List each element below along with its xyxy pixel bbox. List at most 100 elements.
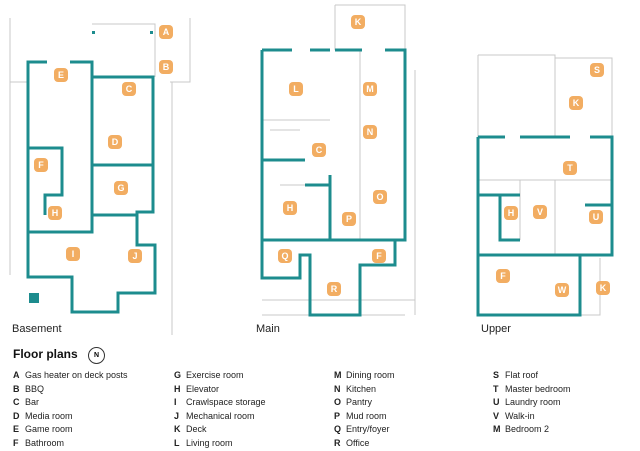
legend-label: Mud room: [346, 410, 387, 421]
room-marker: V: [533, 205, 547, 219]
deck-post-icon: [92, 31, 95, 34]
north-arrow-icon: N: [88, 347, 105, 364]
legend-label: Bar: [25, 397, 40, 408]
legend-item: N Kitchen: [334, 383, 395, 397]
legend-label: Crawlspace storage: [186, 397, 266, 408]
legend-key: O: [334, 397, 342, 408]
walls: [26, 48, 614, 317]
floor-plans-drawing: [9, 4, 614, 335]
room-marker: S: [590, 63, 604, 77]
legend-item: C Bar: [13, 396, 128, 410]
room-marker: N: [363, 125, 377, 139]
legend-key: N: [334, 383, 341, 394]
legend-label: Office: [346, 437, 370, 448]
legend-item: R Office: [334, 437, 395, 451]
legend-item: Q Entry/foyer: [334, 423, 395, 437]
room-marker: K: [351, 15, 365, 29]
legend-key: M: [493, 424, 501, 435]
basement-walls: [26, 60, 157, 314]
legend-item: G Exercise room: [174, 369, 266, 383]
legend-key: B: [13, 383, 20, 394]
room-marker: B: [159, 60, 173, 74]
room-marker: R: [327, 282, 341, 296]
legend-item: E Game room: [13, 423, 128, 437]
room-marker: T: [563, 161, 577, 175]
legend-label: Kitchen: [346, 383, 377, 394]
legend-label: Gas heater on deck posts: [25, 370, 128, 380]
main-walls: [260, 48, 407, 317]
room-marker: K: [569, 96, 583, 110]
legend-item: J Mechanical room: [174, 410, 266, 424]
room-marker: A: [159, 25, 173, 39]
room-marker: O: [373, 190, 387, 204]
legend-key: M: [334, 370, 342, 380]
room-marker: Q: [278, 249, 292, 263]
deck-post-icon: [150, 31, 153, 34]
room-marker: F: [34, 158, 48, 172]
legend-label: Living room: [186, 437, 233, 448]
legend-label: Exercise room: [186, 370, 244, 380]
legend-key: Q: [334, 424, 342, 435]
legend-label: Entry/foyer: [346, 424, 390, 435]
legend-item: B BBQ: [13, 383, 128, 397]
room-marker: U: [589, 210, 603, 224]
room-marker: P: [342, 212, 356, 226]
legend-label: Deck: [186, 424, 207, 435]
room-marker: C: [122, 82, 136, 96]
site-lines: [9, 4, 613, 335]
legend-key: C: [13, 397, 20, 408]
room-marker: L: [289, 82, 303, 96]
room-marker: G: [114, 181, 128, 195]
legend-key: G: [174, 370, 182, 380]
legend-title: Floor plans: [13, 347, 78, 361]
upper-walls: [476, 135, 614, 317]
gas-heater-post-icon: [29, 293, 39, 303]
legend-item: V Walk-in: [493, 410, 571, 424]
legend-label: Game room: [25, 424, 73, 435]
legend-key: J: [174, 410, 180, 421]
legend-label: Elevator: [186, 383, 220, 394]
legend-key: A: [13, 370, 20, 380]
legend-label: Walk-in: [505, 410, 535, 421]
legend-key: E: [13, 424, 20, 435]
legend-key: H: [174, 383, 181, 394]
legend-label: BBQ: [25, 383, 45, 394]
legend-key: R: [334, 437, 341, 448]
legend-label: Bathroom: [25, 437, 65, 448]
legend-label: Bedroom 2: [505, 424, 550, 435]
room-marker: F: [372, 249, 386, 263]
legend-label: Pantry: [346, 397, 373, 408]
room-marker: H: [48, 206, 62, 220]
legend-key: D: [13, 410, 20, 421]
legend-item: L Living room: [174, 437, 266, 451]
room-marker: I: [66, 247, 80, 261]
room-marker: M: [363, 82, 377, 96]
legend-label: Dining room: [346, 370, 395, 380]
legend-key: L: [174, 437, 180, 448]
legend-label: Laundry room: [505, 397, 561, 408]
legend-item: A Gas heater on deck posts: [13, 369, 128, 383]
room-marker: K: [596, 281, 610, 295]
room-marker: F: [496, 269, 510, 283]
room-marker: D: [108, 135, 122, 149]
legend-key: V: [493, 410, 500, 421]
legend-item: O Pantry: [334, 396, 395, 410]
room-marker: H: [283, 201, 297, 215]
legend-key: F: [13, 437, 19, 448]
room-marker: H: [504, 206, 518, 220]
room-marker: C: [312, 143, 326, 157]
legend-label: Master bedroom: [505, 383, 571, 394]
legend-item: H Elevator: [174, 383, 266, 397]
legend-item: M Bedroom 2: [493, 423, 571, 437]
legend-item: F Bathroom: [13, 437, 128, 451]
legend-key: T: [493, 383, 499, 394]
legend-label: Mechanical room: [186, 410, 255, 421]
